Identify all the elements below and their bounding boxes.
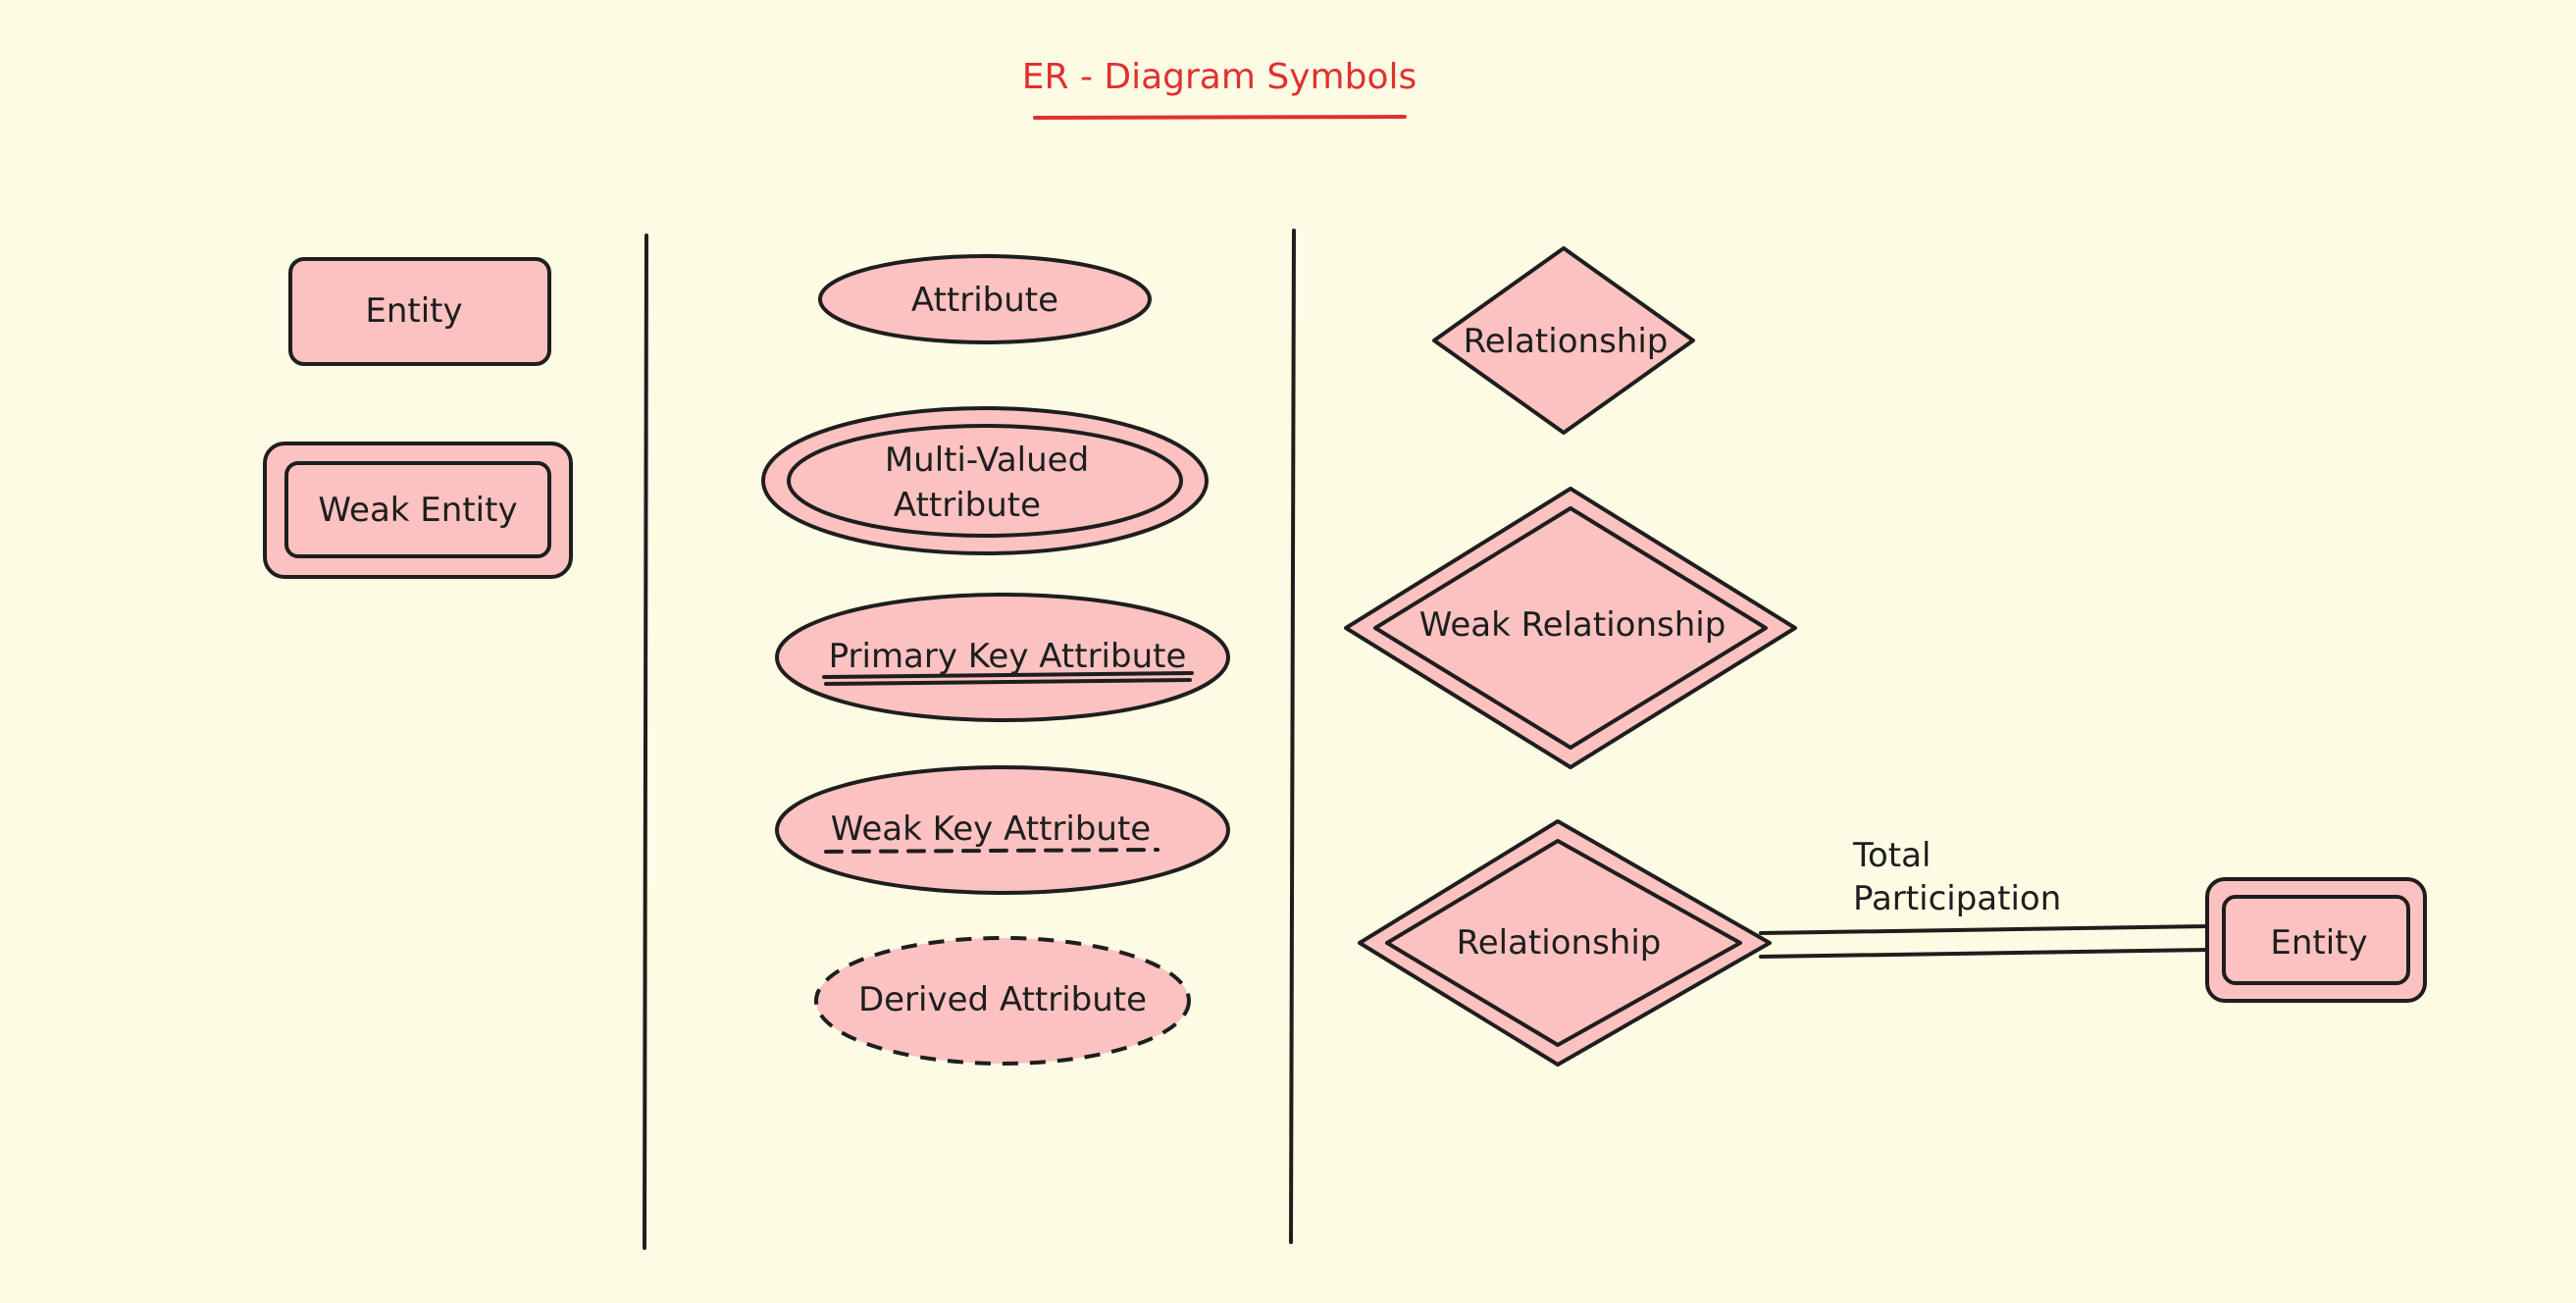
attribute-symbol[interactable]: Attribute (818, 254, 1152, 344)
relationship-label: Relationship (1464, 322, 1669, 361)
attribute-ellipse (818, 254, 1152, 344)
primary-key-ellipse (775, 593, 1230, 722)
weak-key-ellipse (775, 765, 1230, 895)
primary-key-underline-1 (822, 671, 1194, 679)
weak-relationship-outer-diamond (1344, 487, 1797, 769)
title-text: ER - Diagram Symbols (1022, 57, 1417, 97)
weak-relationship-inner-diamond (1373, 506, 1768, 750)
total-participation-line-2 (1759, 948, 2211, 959)
entity-symbol[interactable]: Entity (288, 257, 551, 366)
diagram-title: ER - Diagram Symbols (1022, 57, 1417, 120)
column-divider-right (1289, 229, 1296, 1244)
derived-attribute-label: Derived Attribute (858, 980, 1147, 1019)
total-participation-line-1 (1759, 924, 2211, 935)
total-participation-label-line1: Total (1852, 836, 1931, 875)
total-entity-outer-rect (2205, 877, 2427, 1003)
weak-entity-symbol[interactable]: Weak Entity (263, 442, 573, 579)
multi-valued-outer-ellipse (761, 406, 1209, 555)
weak-key-label: Weak Key Attribute (831, 809, 1151, 849)
multi-valued-attribute-symbol[interactable]: Multi-Valued Attribute (761, 406, 1209, 555)
title-underline (1033, 115, 1407, 120)
weak-entity-outer-rect (263, 442, 573, 579)
column-divider-left (643, 234, 648, 1250)
multi-valued-label-line1: Multi-Valued (885, 441, 1089, 480)
attribute-label: Attribute (911, 281, 1058, 320)
weak-entity-label: Weak Entity (318, 491, 517, 530)
total-entity-symbol[interactable]: Entity (2205, 877, 2427, 1003)
total-participation-example: Relationship Total Participation Entity (1358, 819, 2427, 1067)
relationship-diamond (1432, 246, 1695, 435)
primary-key-underline-2 (824, 678, 1192, 686)
weak-relationship-symbol[interactable]: Weak Relationship (1344, 487, 1797, 769)
weak-relationship-label: Weak Relationship (1419, 605, 1726, 645)
total-relationship-symbol[interactable]: Relationship (1358, 819, 1772, 1067)
total-relationship-label: Relationship (1457, 923, 1662, 963)
total-relationship-inner-diamond (1385, 839, 1742, 1047)
total-relationship-outer-diamond (1358, 819, 1772, 1067)
multi-valued-label-line2: Attribute (894, 486, 1041, 525)
derived-attribute-symbol[interactable]: Derived Attribute (814, 936, 1191, 1066)
weak-key-attribute-symbol[interactable]: Weak Key Attribute (775, 765, 1230, 895)
total-participation-label-line2: Participation (1853, 879, 2061, 918)
primary-key-attribute-symbol[interactable]: Primary Key Attribute (775, 593, 1230, 722)
entity-label: Entity (365, 291, 462, 331)
primary-key-label: Primary Key Attribute (829, 637, 1187, 676)
total-entity-inner-rect (2222, 895, 2410, 985)
weak-key-dashed-underline (824, 848, 1159, 854)
multi-valued-inner-ellipse (787, 424, 1183, 538)
total-entity-label: Entity (2270, 923, 2367, 963)
weak-entity-inner-rect (284, 461, 551, 558)
derived-attribute-ellipse (814, 936, 1191, 1066)
entity-rect (288, 257, 551, 366)
relationship-symbol[interactable]: Relationship (1432, 246, 1695, 435)
